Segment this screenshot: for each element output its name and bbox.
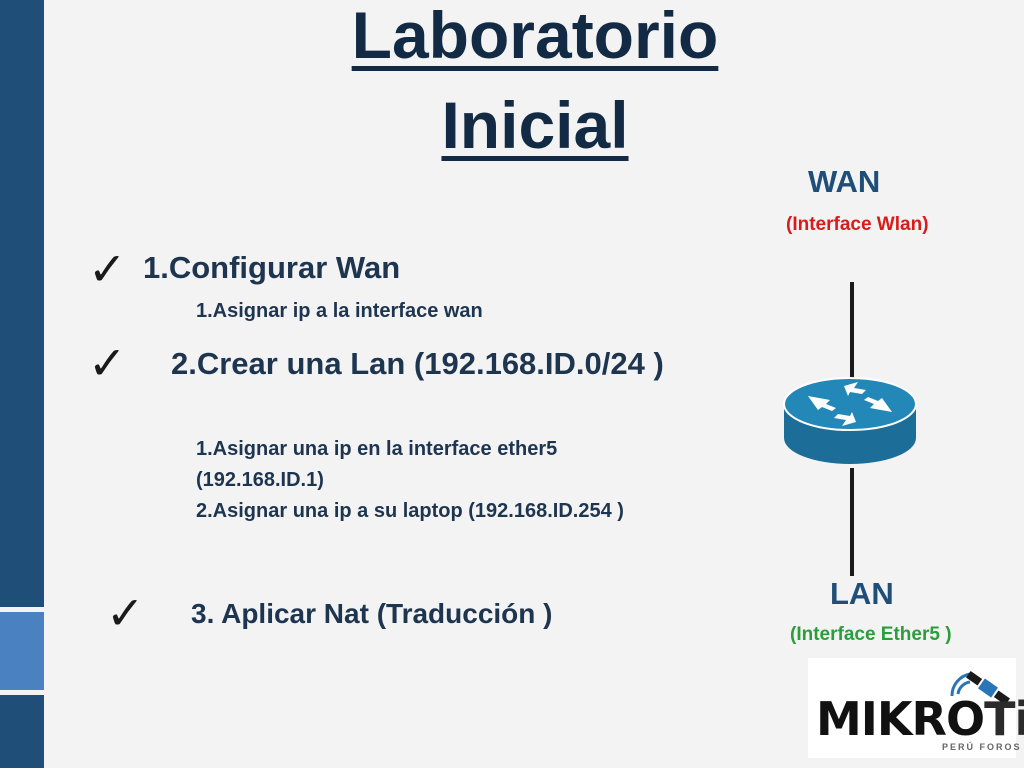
slide-title-line1: Laboratorio [351, 0, 719, 72]
wan-interface-label: (Interface Wlan) [786, 214, 929, 235]
lan-interface-label: (Interface Ether5 ) [790, 624, 952, 645]
step-2-sub-3: 2.Asignar una ip a su laptop (192.168.ID… [196, 500, 624, 522]
router-icon [783, 377, 917, 464]
step-3-label: 3. Aplicar Nat (Traducción ) [191, 598, 553, 629]
step-2-sub-2: (192.168.ID.1) [196, 469, 324, 491]
step-2-label: 2.Crear una Lan (192.168.ID.0/24 ) [171, 346, 664, 381]
wan-label: WAN [808, 164, 881, 199]
checkmark-icon: ✓ [88, 242, 127, 296]
step-1-label: 1.Configurar Wan [143, 250, 401, 285]
sidebar-divider [0, 690, 44, 695]
logo-subtitle: PERÚ FOROS [942, 742, 1022, 752]
checkmark-icon: ✓ [88, 336, 127, 390]
sidebar-divider [0, 607, 44, 612]
satellite-icon [950, 670, 1010, 706]
mikrotik-logo: MIKROTik PERÚ FOROS [808, 658, 1024, 758]
step-2-sub-1: 1.Asignar una ip en la interface ether5 [196, 438, 558, 460]
sidebar-accent-light [0, 612, 44, 690]
lan-cable [850, 468, 854, 576]
wan-cable [850, 282, 854, 380]
slide-title-line2: Inicial [441, 88, 629, 162]
logo-wordmark: MIKROTik [816, 692, 1024, 746]
step-1-sub-1: 1.Asignar ip a la interface wan [196, 300, 483, 322]
checkmark-icon: ✓ [106, 586, 145, 640]
lan-label: LAN [830, 576, 894, 611]
